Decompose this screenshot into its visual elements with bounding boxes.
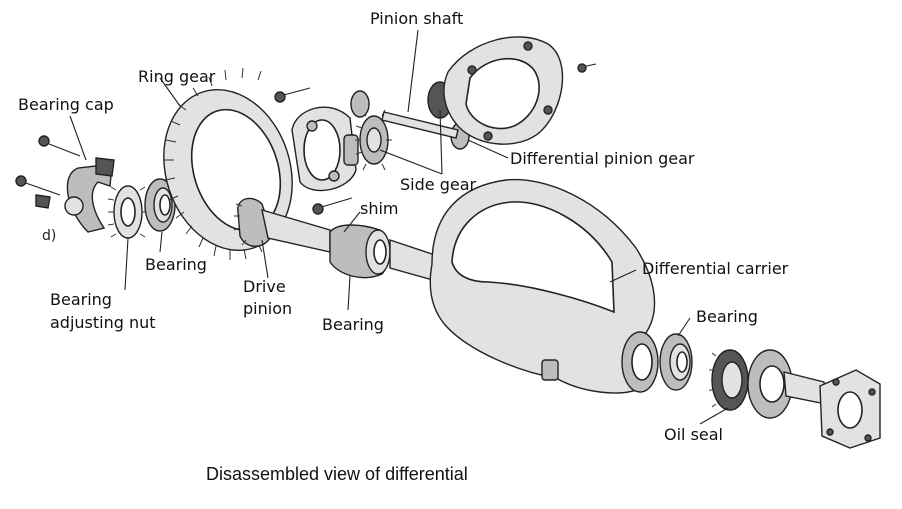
label-side-gear: Side gear <box>400 175 476 194</box>
pinion-bearing-part <box>329 224 391 279</box>
bearing-adjusting-nut-part <box>107 185 148 239</box>
differential-carrier-part <box>429 178 659 394</box>
bearing-cap-bolts: d) <box>15 135 81 244</box>
leader-lines <box>69 29 729 425</box>
label-oil-seal: Oil seal <box>664 425 723 444</box>
label-bearing-left: Bearing <box>145 255 207 274</box>
label-differential-pinion-gear: Differential pinion gear <box>510 149 695 168</box>
label-bearing-rear: Bearing <box>696 307 758 326</box>
figure-caption: Disassembled view of differential <box>206 464 468 484</box>
oil-seal-part <box>709 349 749 411</box>
bearing-cap-part <box>64 157 115 233</box>
label-drive-pinion-line1: Drive <box>243 277 286 296</box>
companion-flange-part <box>747 349 881 449</box>
carrier-cover-part <box>443 36 564 145</box>
label-bearing-adjusting-nut-line2: adjusting nut <box>50 313 156 332</box>
rear-bearing-part <box>659 333 693 391</box>
svg-text:d): d) <box>42 228 56 244</box>
label-bearing-adjusting-nut-line1: Bearing <box>50 290 112 309</box>
drive-pinion-part <box>233 197 331 253</box>
label-bearing-pinion: Bearing <box>322 315 384 334</box>
label-shim: shim <box>360 199 399 218</box>
label-pinion-shaft: Pinion shaft <box>370 9 463 28</box>
carrier-bolts <box>274 63 597 215</box>
label-ring-gear: Ring gear <box>138 67 216 86</box>
differential-case-part <box>291 106 359 192</box>
label-bearing-cap: Bearing cap <box>18 95 114 114</box>
side-gear-part <box>355 109 392 171</box>
pinion-shaft-part <box>381 111 459 139</box>
label-differential-carrier: Differential carrier <box>642 259 789 278</box>
label-drive-pinion-line2: pinion <box>243 299 292 318</box>
